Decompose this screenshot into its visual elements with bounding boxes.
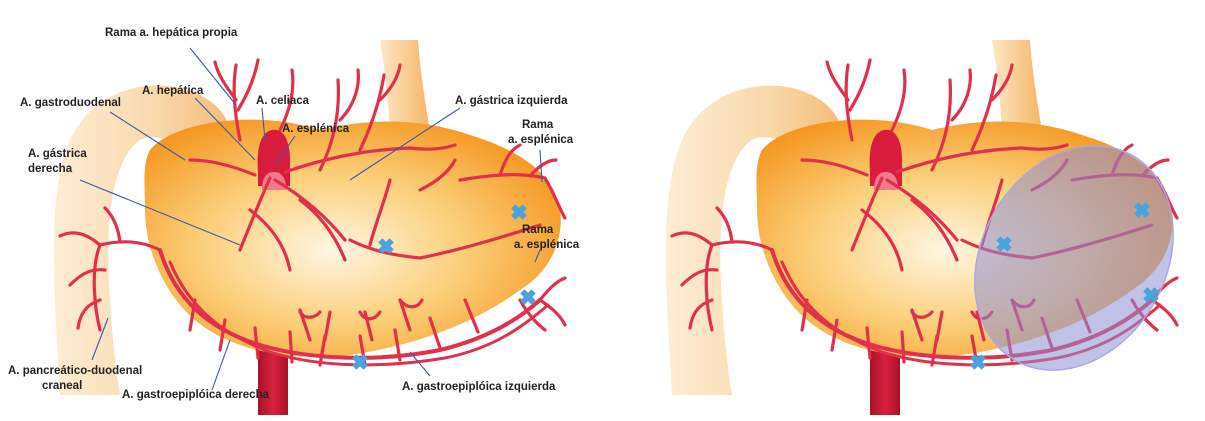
diagram-resection	[612, 0, 1205, 421]
label-a-gastroduodenal: A. gastroduodenal	[20, 97, 121, 109]
label-a-celiaca: A. celiaca	[256, 95, 310, 107]
label-rama-esplenica-top-line2: a. esplénica	[508, 134, 574, 146]
label-pancreatico-duodenal-line1: A. pancreático-duodenal	[8, 365, 142, 377]
label-gastroepiploica-derecha: A. gastroepiplóica derecha	[122, 389, 270, 401]
esophagus	[380, 40, 430, 132]
label-a-gastrica-derecha-line1: A. gástrica	[28, 148, 87, 160]
esophagus	[992, 40, 1042, 132]
label-gastroepiploica-izquierda: A. gastroepiplóica izquierda	[402, 381, 556, 393]
x-mark-icon	[520, 289, 536, 305]
label-rama-esplenica-mid-line2: a. esplénica	[514, 239, 580, 251]
label-rama-hepatica-propia: Rama a. hepática propia	[105, 27, 238, 39]
diagram-labeled: Rama a. hepática propia A. hepática A. c…	[0, 0, 600, 421]
stomach-illustration-resection	[612, 0, 1205, 421]
label-pancreatico-duodenal-line2: craneal	[42, 380, 82, 392]
label-a-gastrica-izquierda: A. gástrica izquierda	[455, 95, 568, 107]
label-a-hepatica: A. hepática	[142, 85, 204, 97]
stomach-illustration-labeled: Rama a. hepática propia A. hepática A. c…	[0, 0, 600, 421]
label-a-esplenica: A. esplénica	[282, 123, 350, 135]
label-a-gastrica-derecha-line2: derecha	[28, 163, 73, 175]
label-rama-esplenica-top-line1: Rama	[522, 119, 554, 131]
label-rama-esplenica-mid-line1: Rama	[522, 224, 554, 236]
